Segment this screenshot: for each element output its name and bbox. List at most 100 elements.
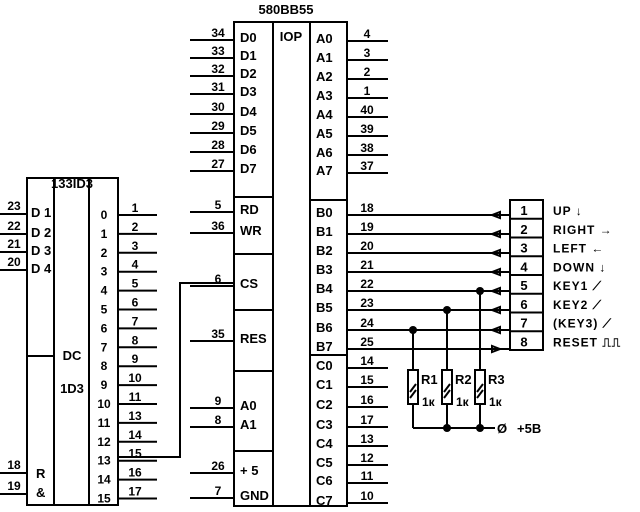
pin-number: 29: [211, 119, 225, 133]
pin-number: 3: [364, 46, 371, 60]
pin-number: 22: [360, 277, 374, 291]
pin-label: B2: [316, 243, 333, 258]
connector-pin-number: 6: [520, 297, 527, 312]
pin-number: 15: [128, 447, 142, 461]
pin-number: 23: [360, 296, 374, 310]
pin-label: A5: [316, 126, 333, 141]
pin-number: 39: [360, 122, 374, 136]
pin-number: 7: [215, 484, 222, 498]
connector-pin-number: 2: [520, 222, 527, 237]
ppi-port-a-pin: 2A2: [316, 65, 388, 84]
pin-label: D2: [240, 66, 257, 81]
pin-label: D5: [240, 123, 257, 138]
pin-number: 4: [364, 27, 371, 41]
decoder-title: 133ID3: [51, 176, 93, 191]
connector-pin-number: 3: [520, 241, 527, 256]
pin-number: 5: [132, 277, 139, 291]
arrow-left-icon: [489, 286, 501, 296]
pin-label: RD: [240, 202, 259, 217]
pin-label: A0: [240, 398, 257, 413]
decoder-output-pin: 43: [101, 258, 157, 279]
pin-number: 17: [128, 485, 142, 499]
pin-label: 0: [101, 208, 108, 222]
decoder-reset-label: R: [36, 466, 46, 481]
pin-number: 9: [215, 394, 222, 408]
pin-label: D 2: [31, 225, 51, 240]
pin-label: 11: [98, 416, 111, 430]
pin-number: 10: [128, 371, 142, 385]
pin-number: 16: [360, 393, 374, 407]
connector-pin-number: 4: [520, 259, 528, 274]
connector-pin-number: 7: [520, 316, 527, 331]
pin-number: 1: [132, 201, 139, 215]
pin-label: B6: [316, 320, 333, 335]
junction-dot: [476, 424, 484, 432]
ppi-left-pin: 33 D1: [190, 44, 257, 63]
pin-label: D7: [240, 161, 257, 176]
pin-number: 16: [128, 466, 142, 480]
decoder-enable-pin-num: 19: [7, 479, 21, 493]
pin-number: 22: [7, 219, 21, 233]
pin-label: D1: [240, 48, 257, 63]
pin-number: 8: [132, 333, 139, 347]
pin-number: 33: [211, 44, 225, 58]
arrow-left-icon: [489, 248, 501, 258]
pin-label: A3: [316, 88, 333, 103]
pin-number: 28: [211, 138, 225, 152]
decoder-output-pin: 32: [101, 239, 157, 260]
connector-pin-number: 1: [520, 203, 527, 218]
pin-number: 8: [215, 413, 222, 427]
connector-signal-label: LEFT ←: [553, 242, 604, 256]
pin-label: 9: [101, 378, 108, 392]
pin-number: 11: [129, 390, 142, 404]
pin-number: 37: [360, 159, 374, 173]
arrow-left-icon: [489, 325, 501, 335]
ppi-center-label: IOP: [280, 29, 303, 44]
decoder-output-pin: 10 9: [101, 371, 157, 392]
pin-label: D4: [240, 104, 257, 119]
pin-number: 18: [360, 201, 374, 215]
pin-number: 35: [211, 327, 225, 341]
pin-number: 9: [132, 352, 139, 366]
ppi-outline: [233, 21, 348, 507]
pin-label: B5: [316, 300, 333, 315]
connector-signal-label: RIGHT →: [553, 223, 613, 237]
connector-signal-label: KEY2 ⟋: [553, 298, 602, 312]
decoder-and-label: &: [36, 485, 45, 500]
decoder-output-pin: 10: [101, 201, 157, 222]
pin-number: 2: [364, 65, 371, 79]
decoder-outline: [26, 177, 119, 506]
decoder-output-pin: 21: [101, 220, 157, 241]
decoder-label-dc: DC: [63, 348, 82, 363]
pin-label: 12: [97, 435, 111, 449]
connector-signal-label: RESET ⎍⎍: [553, 335, 621, 349]
pin-number: 31: [211, 80, 225, 94]
pin-label: D6: [240, 142, 257, 157]
pin-number: 26: [211, 459, 225, 473]
resistor-value: 1к: [422, 395, 436, 409]
pin-number: 6: [132, 296, 139, 310]
junction-dot: [443, 424, 451, 432]
arrow-left-icon: [489, 210, 501, 220]
pin-label: 5: [101, 303, 108, 317]
